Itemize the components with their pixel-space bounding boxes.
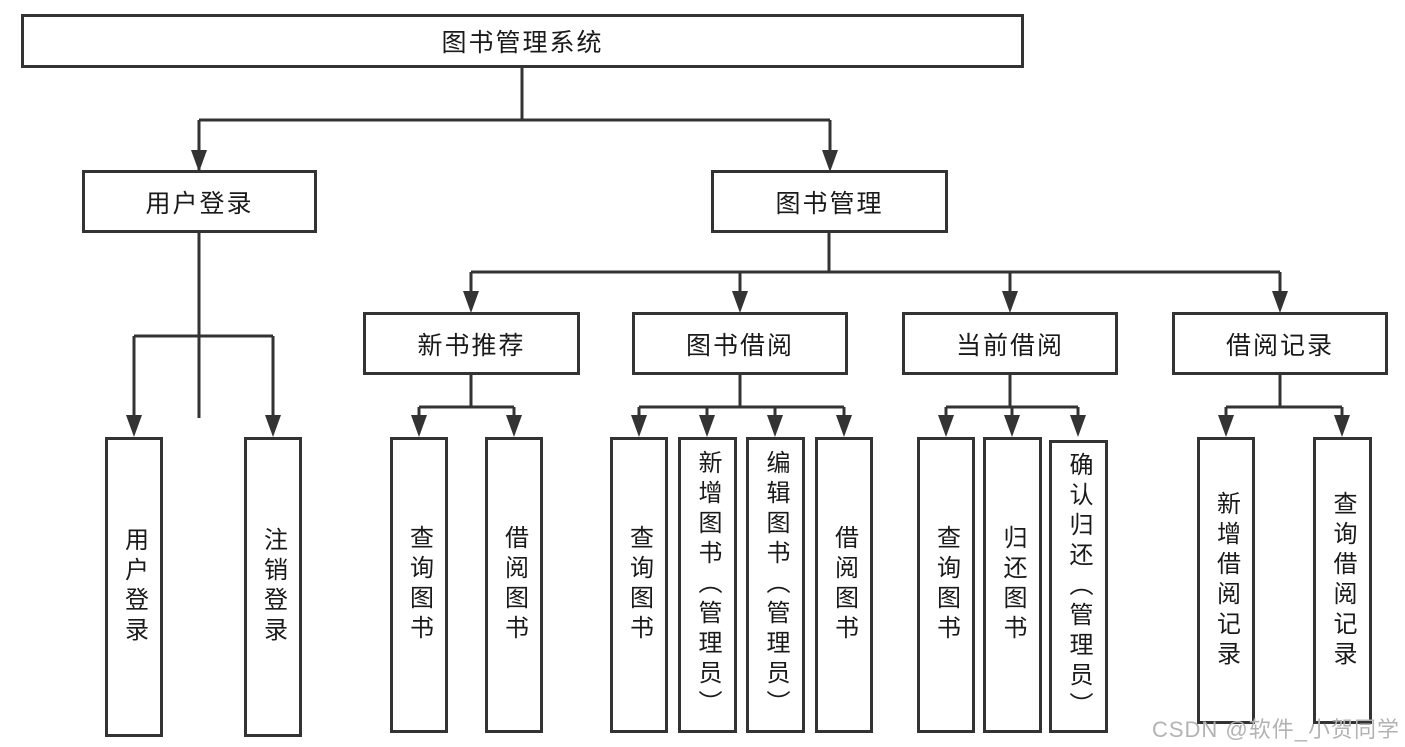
leaf-add-borrow-record: 新增借阅记录 xyxy=(1197,437,1255,724)
leaf-edit-books-admin: 编辑图书（管理员） xyxy=(746,437,805,733)
leaf-user-login: 用户登录 xyxy=(105,437,163,737)
leaf-confirm-return-admin: 确认归还（管理员） xyxy=(1049,440,1108,733)
node-new-book-recommend: 新书推荐 xyxy=(363,312,580,375)
connector-user-login-children xyxy=(126,233,281,437)
node-user-login: 用户登录 xyxy=(82,170,317,233)
leaf-borrow-books: 借阅图书 xyxy=(815,437,873,733)
connector-borrowing-children xyxy=(631,375,852,437)
leaf-query-books-borrowing: 查询图书 xyxy=(610,437,668,733)
leaf-query-borrow-record: 查询借阅记录 xyxy=(1313,437,1372,724)
connector-book-management-sections xyxy=(463,233,1288,313)
leaf-return-books: 归还图书 xyxy=(983,437,1042,733)
connector-new-books-children xyxy=(411,375,522,437)
csdn-watermark: CSDN @软件_小贺同学 xyxy=(1151,717,1400,742)
leaf-borrow-books-recommend: 借阅图书 xyxy=(485,437,543,733)
node-borrow-records: 借阅记录 xyxy=(1172,312,1388,375)
leaf-add-books-admin: 新增图书（管理员） xyxy=(678,437,737,733)
connector-records-children xyxy=(1218,375,1350,437)
leaf-query-books-current: 查询图书 xyxy=(917,437,975,733)
node-book-borrowing: 图书借阅 xyxy=(632,312,848,375)
node-book-management: 图书管理 xyxy=(711,170,948,233)
leaf-logout: 注销登录 xyxy=(244,437,302,737)
leaf-query-books-recommend: 查询图书 xyxy=(390,437,448,733)
node-root-system: 图书管理系统 xyxy=(21,14,1024,68)
connector-current-children xyxy=(938,375,1086,437)
node-current-borrowing: 当前借阅 xyxy=(902,312,1118,375)
